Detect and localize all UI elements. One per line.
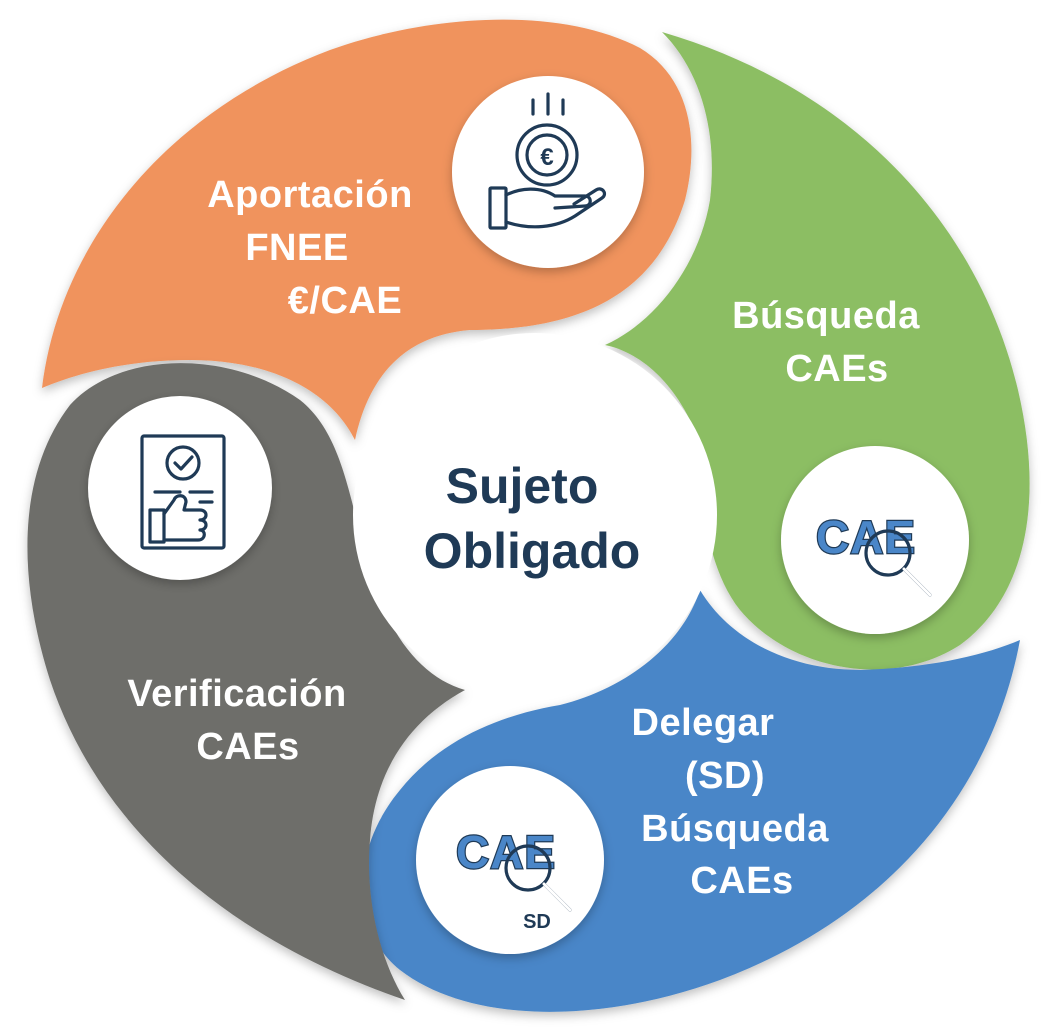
center-title-line1: Sujeto — [446, 458, 599, 514]
cae-search-sd-icon: CAE SD — [416, 766, 604, 954]
center-circle — [353, 333, 717, 697]
document-check-thumbs-up-icon — [88, 396, 272, 580]
aportacion-label-line2: FNEE — [245, 227, 348, 269]
busqueda-label-line1: Búsqueda — [732, 295, 920, 337]
cae-search-icon: CAE — [781, 446, 969, 634]
delegar-label-line2: (SD) — [685, 755, 765, 797]
busqueda-label-line2: CAEs — [785, 348, 888, 390]
aportacion-label-line1: Aportación — [207, 174, 413, 216]
aportacion-label-line3: €/CAE — [288, 280, 402, 322]
delegar-label-line3: Búsqueda — [641, 808, 829, 850]
delegar-label-line1: Delegar — [632, 702, 775, 744]
center-title-line2: Obligado — [424, 523, 641, 579]
euro-symbol: € — [540, 144, 553, 171]
sd-label: SD — [523, 911, 551, 933]
hand-euro-coin-icon: € — [452, 76, 644, 268]
delegar-label-line4: CAEs — [690, 860, 793, 902]
verificacion-label-line2: CAEs — [196, 726, 299, 768]
verificacion-label-line1: Verificación — [127, 673, 346, 715]
cae-sd-text: CAE — [456, 826, 556, 878]
